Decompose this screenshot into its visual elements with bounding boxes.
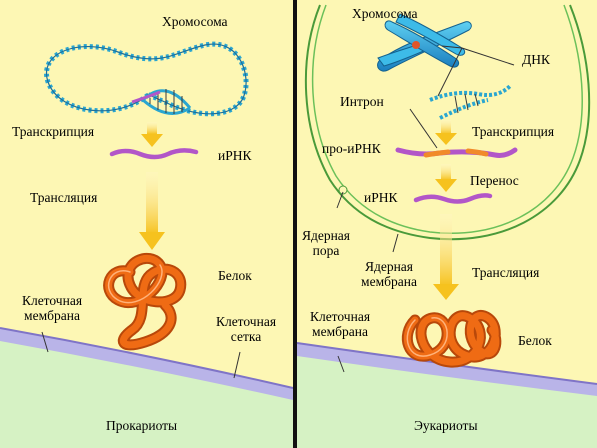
eukaryote-protein (401, 310, 502, 368)
prokaryote-protein-label: Белок (218, 268, 252, 283)
prokaryote-transcription-label: Транскрипция (12, 124, 95, 139)
prokaryote-cell-membrane-line1: Клеточная (21, 293, 83, 308)
eukaryote-translation-arrow (433, 214, 459, 300)
prokaryote-cell-wall-line2: сетка (230, 329, 262, 344)
eukaryote-pre-mrna (395, 147, 518, 158)
prokaryote-mrna-label: иРНК (218, 148, 252, 163)
eukaryote-cell-membrane-label: Клеточная мембрана (300, 309, 380, 339)
eukaryote-caption: Эукариоты (414, 418, 478, 433)
transfer-label: Перенос (470, 173, 519, 188)
prokaryote-membrane-line (0, 327, 294, 389)
nuclear-membrane-line2: мембрана (361, 274, 417, 289)
eukaryote-mrna-label: иРНК (364, 190, 398, 205)
prokaryote-mrna-strand (109, 148, 199, 160)
eukaryote-membrane-band (297, 343, 597, 396)
prokaryote-exterior (0, 328, 293, 448)
prokaryote-protein (103, 252, 187, 351)
nuclear-pore-line1: Ядерная (301, 228, 351, 243)
nuclear-membrane-line1: Ядерная (364, 259, 414, 274)
eukaryote-dna (429, 84, 512, 120)
panel-divider (293, 0, 297, 448)
dna-label: ДНК (522, 52, 550, 67)
pore-pointer (336, 191, 344, 209)
eukaryote-transcription-label: Транскрипция (472, 124, 555, 139)
prokaryote-cell-wall-line1: Клеточная (215, 314, 277, 329)
eukaryote-transcription-arrow (435, 120, 457, 145)
prokaryote-wall-pointer (233, 351, 241, 379)
prokaryote-cell-wall-label: Клеточная сетка (206, 314, 286, 344)
prokaryote-membrane-band (0, 328, 293, 400)
prokaryote-cell-membrane-line2: мембрана (24, 308, 80, 323)
nuclear-pore-line2: пора (312, 243, 340, 258)
intron-label: Интрон (340, 94, 384, 109)
prokaryote-translation-arrow (139, 172, 165, 250)
eukaryote-cell-membrane-line2: мембрана (312, 324, 368, 339)
prokaryote-membrane-pointer (41, 331, 49, 353)
nuclear-membrane-pointer (392, 233, 399, 253)
eukaryote-transfer-arrow (435, 164, 457, 192)
prokaryote-chromosome (44, 41, 249, 117)
eukaryote-panel (296, 0, 597, 448)
prokaryote-panel (0, 0, 294, 448)
nuclear-membrane-label: Ядерная мембрана (354, 259, 424, 289)
prokaryote-translation-label: Трансляция (30, 190, 98, 205)
eukaryote-protein-label: Белок (518, 333, 552, 348)
eukaryote-nucleus (304, 4, 591, 241)
eukaryote-cell-membrane-line1: Клеточная (309, 309, 371, 324)
eukaryote-chromosome (377, 13, 472, 72)
eukaryote-membrane-pointer (337, 355, 345, 373)
nuclear-pore-label: Ядерная пора (296, 228, 356, 258)
eukaryote-exterior (297, 343, 597, 448)
eukaryote-translation-label: Трансляция (472, 265, 540, 280)
prokaryote-transcription-arrow (141, 122, 163, 147)
prokaryote-chromosome-label: Хромосома (162, 14, 228, 29)
eukaryote-mrna-strand (413, 193, 493, 204)
eukaryote-dna-pointers (437, 45, 515, 97)
eukaryote-chromosome-label: Хромосома (352, 6, 418, 21)
prokaryote-caption: Прокариоты (106, 418, 178, 433)
intron-pointer (409, 108, 438, 149)
prokaryote-cell-membrane-label: Клеточная мембрана (12, 293, 92, 323)
pre-mrna-label: про-иРНК (322, 141, 381, 156)
